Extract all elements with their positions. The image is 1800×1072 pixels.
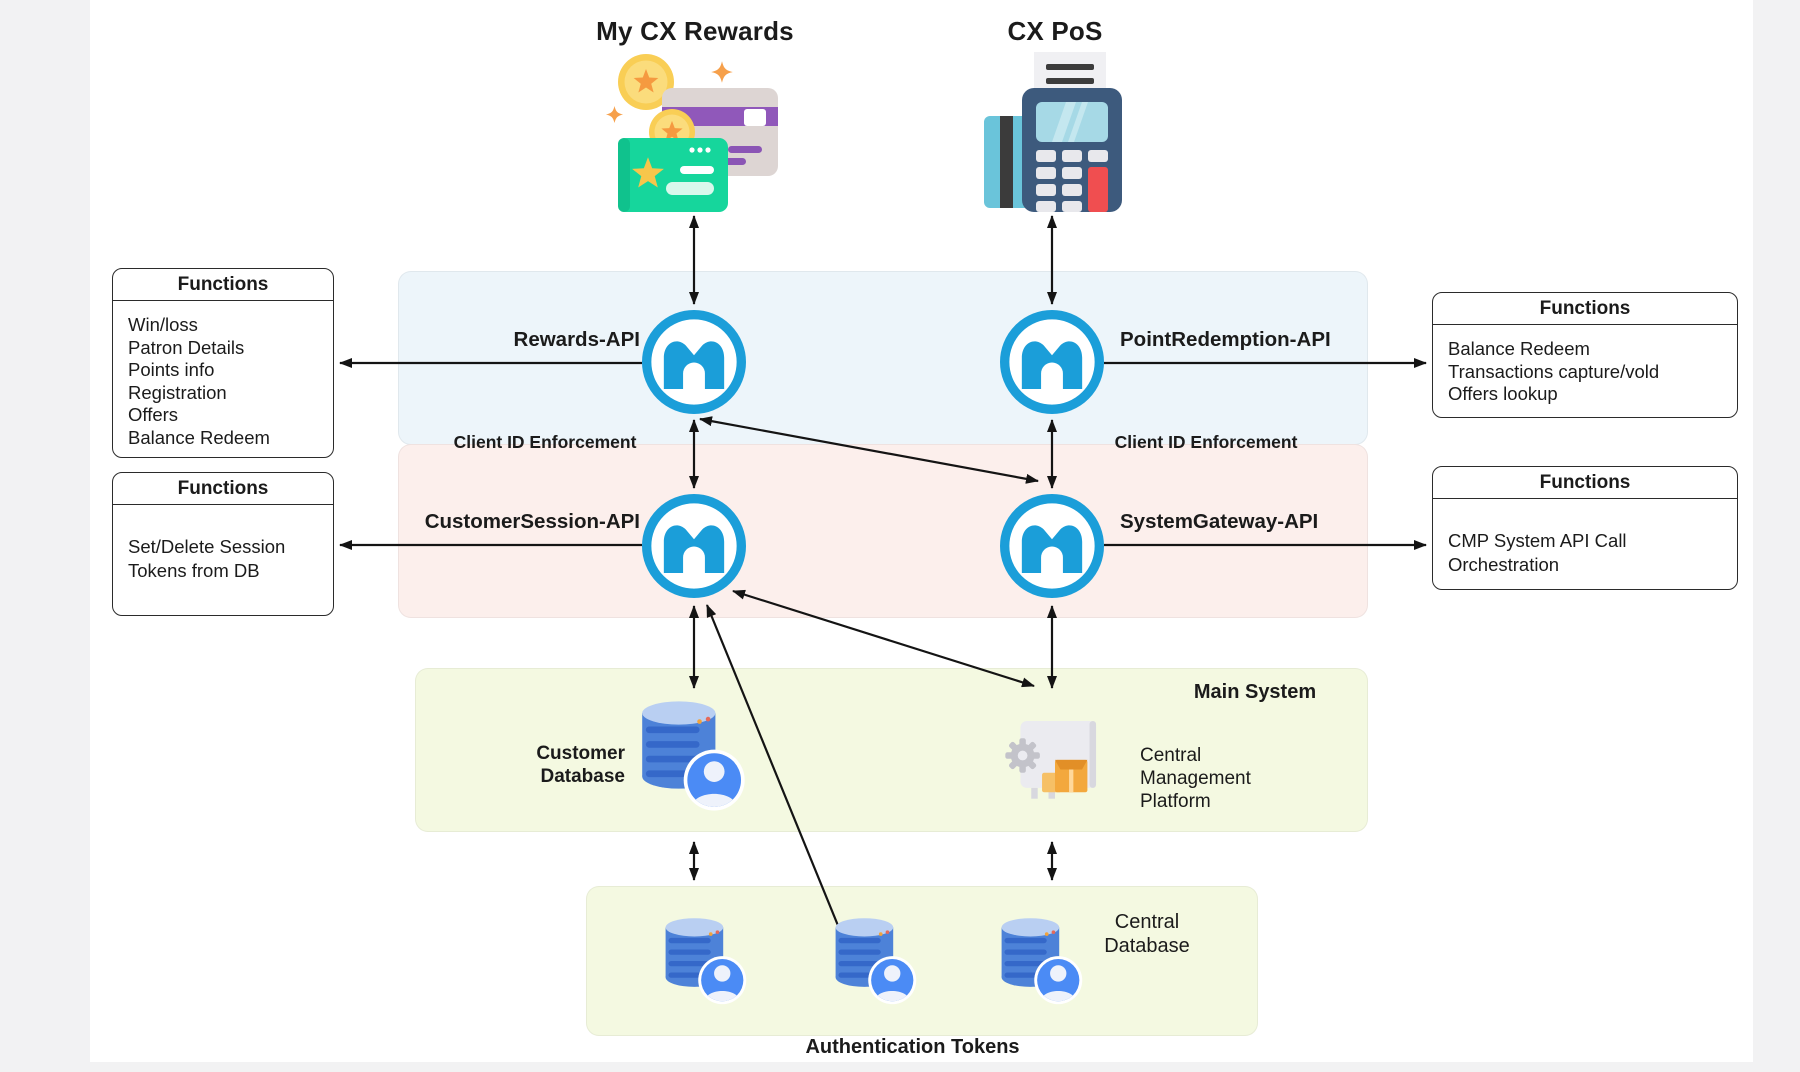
mulesoft-logo-pointredemption-api-icon bbox=[1000, 310, 1104, 414]
main-system-band bbox=[415, 668, 1368, 832]
function-item: Transactions capture/vold bbox=[1448, 360, 1660, 382]
functions-box-title: Functions bbox=[113, 473, 333, 505]
central-database-label: Central Database bbox=[1104, 911, 1190, 957]
authentication-tokens-caption: Authentication Tokens bbox=[805, 1036, 1020, 1058]
functions-box-systemgateway: Functions CMP System API Call Orchestrat… bbox=[1432, 466, 1738, 590]
function-item: Balance Redeem bbox=[128, 426, 270, 448]
function-item: Patron Details bbox=[128, 336, 245, 358]
customer-database-icon bbox=[630, 692, 752, 817]
client-title-rewards: My CX Rewards bbox=[596, 16, 794, 46]
customer-database-label: Customer Database bbox=[536, 743, 625, 787]
central-management-platform-icon bbox=[1000, 708, 1110, 816]
function-item: Registration bbox=[128, 381, 227, 403]
functions-box-customersession: Functions Set/Delete Session Tokens from… bbox=[112, 472, 334, 616]
bottom-margin bbox=[90, 1062, 1753, 1072]
mulesoft-logo-customersession-api-icon bbox=[642, 494, 746, 598]
central-management-platform-label: Central Management Platform bbox=[1140, 745, 1251, 812]
token-database-icon bbox=[826, 911, 922, 1009]
functions-box-title: Functions bbox=[1433, 293, 1737, 325]
mulesoft-logo-systemgateway-api-icon bbox=[1000, 494, 1104, 598]
pointredemption-api-label: PointRedemption-API bbox=[1120, 328, 1331, 351]
customersession-api-label: CustomerSession-API bbox=[424, 510, 640, 533]
client-id-enforcement-right-label: Client ID Enforcement bbox=[1114, 432, 1298, 452]
mulesoft-logo-rewards-api-icon bbox=[642, 310, 746, 414]
functions-box-pointredemption: Functions Balance Redeem Transactions ca… bbox=[1432, 292, 1738, 418]
function-item: Offers bbox=[128, 404, 179, 425]
function-item: Set/Delete Session bbox=[128, 536, 286, 557]
experience-api-band bbox=[398, 271, 1368, 445]
pos-terminal-icon bbox=[984, 50, 1124, 215]
function-item: Orchestration bbox=[1448, 554, 1560, 575]
token-database-icon bbox=[656, 911, 752, 1009]
function-item: CMP System API Call bbox=[1448, 530, 1627, 551]
main-system-label: Main System bbox=[1193, 681, 1317, 703]
function-item: Balance Redeem bbox=[1448, 338, 1590, 359]
right-margin bbox=[1753, 0, 1800, 1072]
function-item: Offers lookup bbox=[1448, 383, 1558, 404]
function-item: Tokens from DB bbox=[128, 560, 260, 581]
functions-box-title: Functions bbox=[1433, 467, 1737, 499]
functions-box-title: Functions bbox=[113, 269, 333, 301]
rewards-cards-icon bbox=[600, 50, 790, 216]
systemgateway-api-label: SystemGateway-API bbox=[1120, 510, 1319, 533]
function-item: Points info bbox=[128, 359, 215, 380]
token-database-icon bbox=[992, 911, 1088, 1009]
functions-box-rewards: Functions Win/loss Patron Details Points… bbox=[112, 268, 334, 458]
client-id-enforcement-left-label: Client ID Enforcement bbox=[453, 432, 637, 452]
function-item: Win/loss bbox=[128, 314, 198, 335]
rewards-api-label: Rewards-API bbox=[513, 328, 640, 351]
left-margin bbox=[0, 0, 90, 1072]
client-title-pos: CX PoS bbox=[1007, 16, 1103, 46]
